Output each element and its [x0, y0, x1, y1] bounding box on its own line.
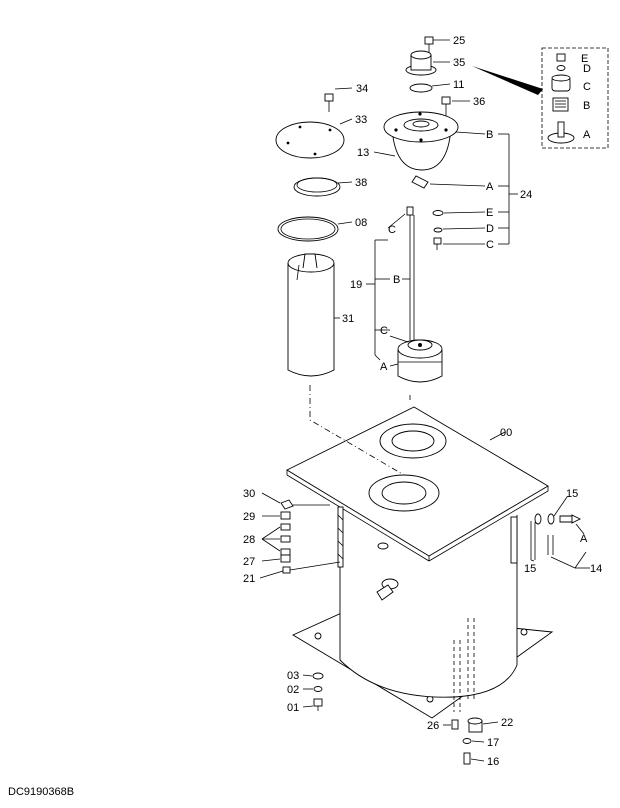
- label-c-rod: C: [388, 224, 396, 236]
- filter-element: 31: [287, 253, 354, 377]
- label-00: 00: [500, 427, 512, 439]
- label-a-mid: A: [486, 181, 494, 193]
- strainer-assembly: C B 19 C A: [350, 206, 443, 383]
- label-11: 11: [453, 79, 464, 91]
- label-02: 02: [287, 684, 299, 696]
- label-17: 17: [487, 737, 499, 749]
- inset-label-d: D: [583, 63, 591, 75]
- label-c: C: [486, 239, 494, 251]
- label-b-top: B: [486, 129, 493, 141]
- label-a-right: A: [580, 533, 588, 545]
- label-16: 16: [487, 756, 499, 768]
- label-35: 35: [453, 57, 465, 69]
- inset-label-b: B: [583, 100, 590, 112]
- label-01: 01: [287, 702, 299, 714]
- cover-parts: 34 33 38 08: [275, 83, 368, 242]
- label-e: E: [486, 207, 493, 219]
- hydraulic-tank: 00: [286, 385, 554, 719]
- label-28: 28: [243, 534, 255, 546]
- inset-label-e: E: [581, 53, 588, 65]
- label-21: 21: [243, 573, 255, 585]
- label-b-rod: B: [393, 274, 400, 286]
- label-29: 29: [243, 511, 255, 523]
- bottom-parts: 03 02 01 26 22 17 16: [287, 670, 513, 768]
- label-03: 03: [287, 670, 299, 682]
- label-15b: 15: [524, 563, 536, 575]
- label-24: 24: [520, 189, 532, 201]
- label-25: 25: [453, 35, 465, 47]
- label-26: 26: [427, 720, 439, 732]
- detail-inset: E D C B A: [472, 47, 609, 149]
- label-a-bot: A: [380, 361, 388, 373]
- label-27: 27: [243, 556, 255, 568]
- label-08: 08: [355, 217, 367, 229]
- label-19: 19: [350, 279, 362, 291]
- label-36: 36: [473, 96, 485, 108]
- inset-label-c: C: [583, 81, 591, 93]
- label-13: 13: [357, 147, 369, 159]
- label-14: 14: [590, 563, 602, 575]
- label-c-bot: C: [380, 325, 388, 337]
- label-34: 34: [356, 83, 368, 95]
- label-d: D: [486, 223, 494, 235]
- label-30: 30: [243, 488, 255, 500]
- side-fittings: 30 29 28 27 21: [243, 488, 341, 585]
- right-gauge-parts: 15 15 A 14: [510, 488, 602, 575]
- label-38: 38: [355, 177, 367, 189]
- label-31: 31: [342, 313, 354, 325]
- breather-assembly: 25 35 11 36 B 13 A E D: [357, 35, 532, 251]
- label-15a: 15: [566, 488, 578, 500]
- document-code: DC9190368B: [8, 786, 75, 798]
- label-22: 22: [501, 717, 513, 729]
- inset-label-a: A: [583, 129, 591, 141]
- label-33: 33: [355, 114, 367, 126]
